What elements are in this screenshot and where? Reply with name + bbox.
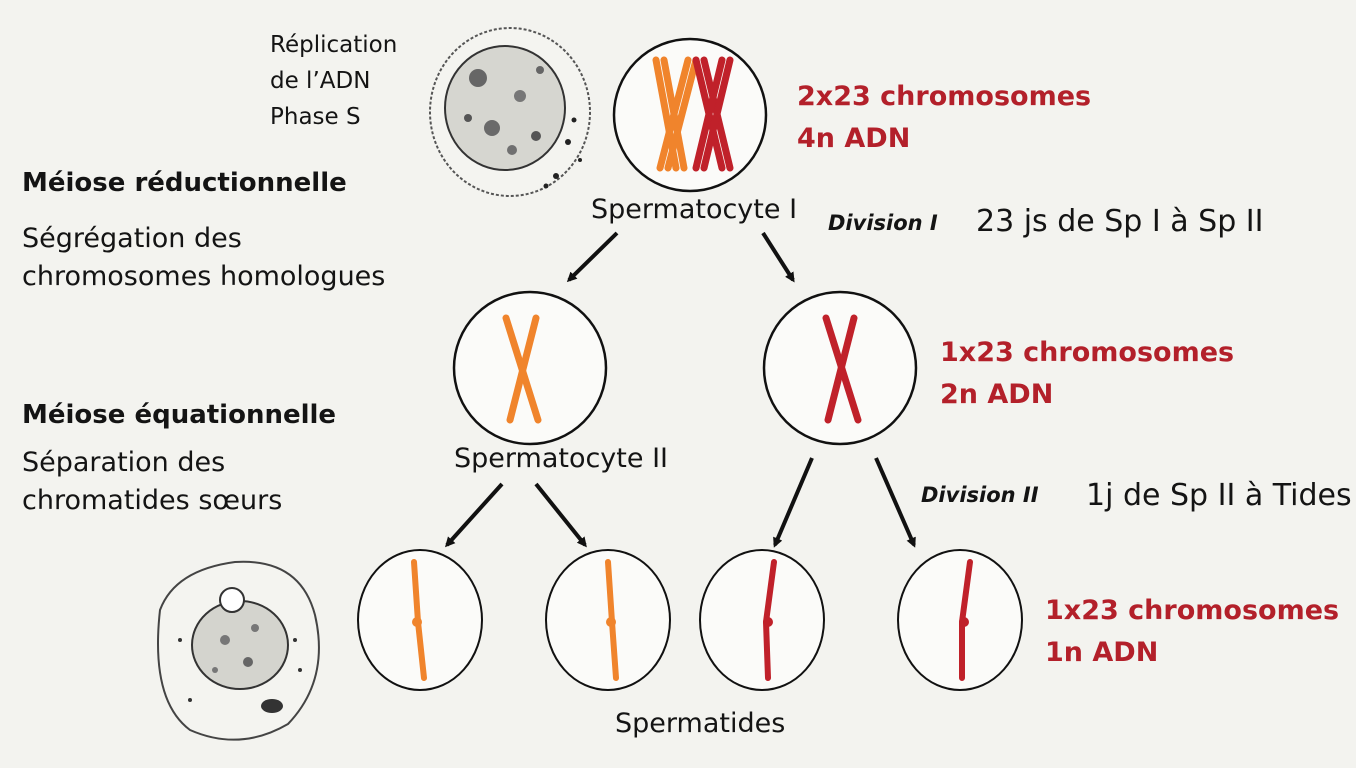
arrow-division2-d <box>874 457 916 548</box>
division-2-duration: 1j de Sp II à Tides <box>1086 478 1352 513</box>
spermatid-cell-illustration <box>157 560 320 741</box>
stage3-annotation: 1x23 chromosomes 1n ADN <box>1045 590 1339 674</box>
arrow-division1-right <box>761 231 795 283</box>
meiose-reductionnelle-desc-line-1: Ségrégation des <box>22 223 242 254</box>
stage3-dna-amount: 1n ADN <box>1045 637 1159 668</box>
division-1-duration: 23 js de Sp I à Sp II <box>976 204 1264 239</box>
arrow-division2-a <box>444 482 504 548</box>
replication-label: Réplication de l’ADN Phase S <box>270 27 397 135</box>
meiose-reductionnelle-desc: Ségrégation des chromosomes homologues <box>22 220 385 296</box>
spermatides-label: Spermatides <box>615 708 786 739</box>
spermatocyte-2-cell-orange <box>452 290 608 446</box>
meiose-equationnelle-desc-line-2: chromatides sœurs <box>22 485 283 516</box>
spermatocyte-1-cell <box>612 37 768 193</box>
meiose-equationnelle-desc: Séparation des chromatides sœurs <box>22 444 282 520</box>
replication-line-1: Réplication <box>270 32 398 58</box>
orange-chromosome-pair <box>652 56 700 172</box>
meiose-equationnelle-title: Méiose équationnelle <box>22 400 337 430</box>
division-2-label: Division II <box>921 483 1039 507</box>
cell-nucleus-illustration-top <box>429 27 591 197</box>
meiose-equationnelle-desc-line-1: Séparation des <box>22 447 226 478</box>
spermatocyte-2-label: Spermatocyte II <box>454 443 668 474</box>
spermatocyte-2-cell-red <box>762 290 918 446</box>
spermatid-cell-4 <box>897 549 1023 691</box>
stage2-annotation: 1x23 chromosomes 2n ADN <box>940 332 1234 416</box>
meiose-reductionnelle-title: Méiose réductionnelle <box>22 168 347 198</box>
stage3-chromosome-count: 1x23 chromosomes <box>1045 595 1340 626</box>
stage2-chromosome-count: 1x23 chromosomes <box>940 337 1235 368</box>
division-1-label: Division I <box>828 211 938 235</box>
stage2-dna-amount: 2n ADN <box>940 379 1054 410</box>
spermatid-cell-1 <box>357 549 483 691</box>
arrow-division2-b <box>534 482 587 548</box>
stage1-dna-amount: 4n ADN <box>797 123 911 154</box>
spermatid-cell-2 <box>545 549 671 691</box>
spermatocyte-1-label: Spermatocyte I <box>591 194 798 225</box>
meiose-reductionnelle-desc-line-2: chromosomes homologues <box>22 261 386 292</box>
stage1-chromosome-count: 2x23 chromosomes <box>797 81 1092 112</box>
stage1-annotation: 2x23 chromosomes 4n ADN <box>797 76 1091 160</box>
spermatid-cell-3 <box>699 549 825 691</box>
arrow-division1-left <box>566 231 619 283</box>
replication-line-3: Phase S <box>270 104 361 130</box>
red-chromosome-pair <box>692 56 734 172</box>
replication-line-2: de l’ADN <box>270 68 371 94</box>
arrow-division2-c <box>773 457 814 548</box>
